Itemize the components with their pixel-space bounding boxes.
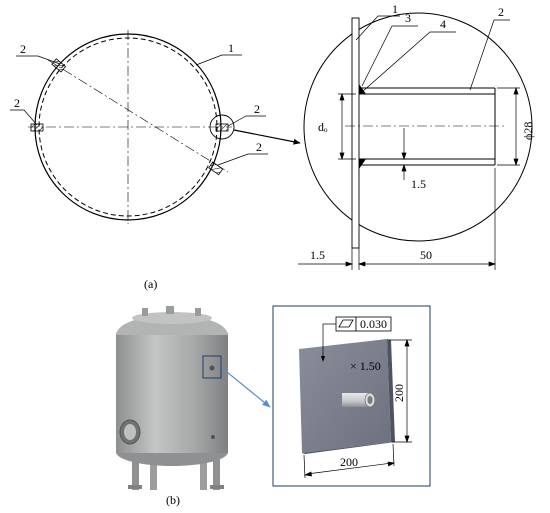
nozzle-right: [209, 114, 235, 140]
plate-height-label: 200: [392, 384, 406, 402]
label-nozzle-right: 2: [254, 102, 260, 116]
dim-plate-width: [303, 443, 396, 479]
plate-thickness-label: × 1.50: [350, 359, 381, 373]
dim-pipe-thickness: [401, 128, 407, 180]
nozzle-bottom-right: [208, 161, 224, 176]
dim-outer-diameter-label: ϕ28: [521, 122, 535, 140]
detail-label-3: 3: [405, 11, 411, 25]
left-view-leaders: [10, 54, 268, 166]
caption-a: (a): [144, 277, 157, 291]
label-nozzle-left: 2: [14, 96, 20, 110]
detail-label-1: 1: [392, 2, 398, 16]
plate-detail-panel: [272, 305, 431, 487]
detail-label-4: 4: [440, 17, 446, 31]
label-nozzle-bottom-right: 2: [256, 140, 262, 154]
detail-label-2: 2: [498, 5, 504, 19]
dim-inner-diameter-label: dₒ: [318, 120, 328, 134]
dim-plate-height: [389, 338, 412, 444]
detail-pointer-arrow: [233, 129, 301, 145]
detail-view: [303, 12, 533, 249]
plate-width-label: 200: [340, 455, 358, 469]
detail-leaders: [355, 15, 510, 93]
caption-b: (b): [166, 493, 180, 507]
dim-outer-diameter: [497, 86, 520, 167]
dim-bottom: [298, 168, 497, 270]
dim-pipe-thickness-label: 1.5: [411, 177, 426, 191]
nozzle-left: [30, 123, 44, 132]
label-nozzle-top-left: 2: [20, 42, 26, 56]
label-shell: 1: [228, 41, 234, 55]
dim-inner-diameter: [338, 92, 356, 161]
flatness-value: 0.030: [360, 317, 387, 331]
shell-cross-section: [28, 30, 232, 224]
dim-length-label: 50: [420, 248, 432, 262]
tank-render: [116, 306, 228, 490]
zoom-arrow: [221, 367, 271, 408]
flatness-symbol: [321, 316, 392, 362]
dim-wall-thickness-label: 1.5: [310, 248, 325, 262]
